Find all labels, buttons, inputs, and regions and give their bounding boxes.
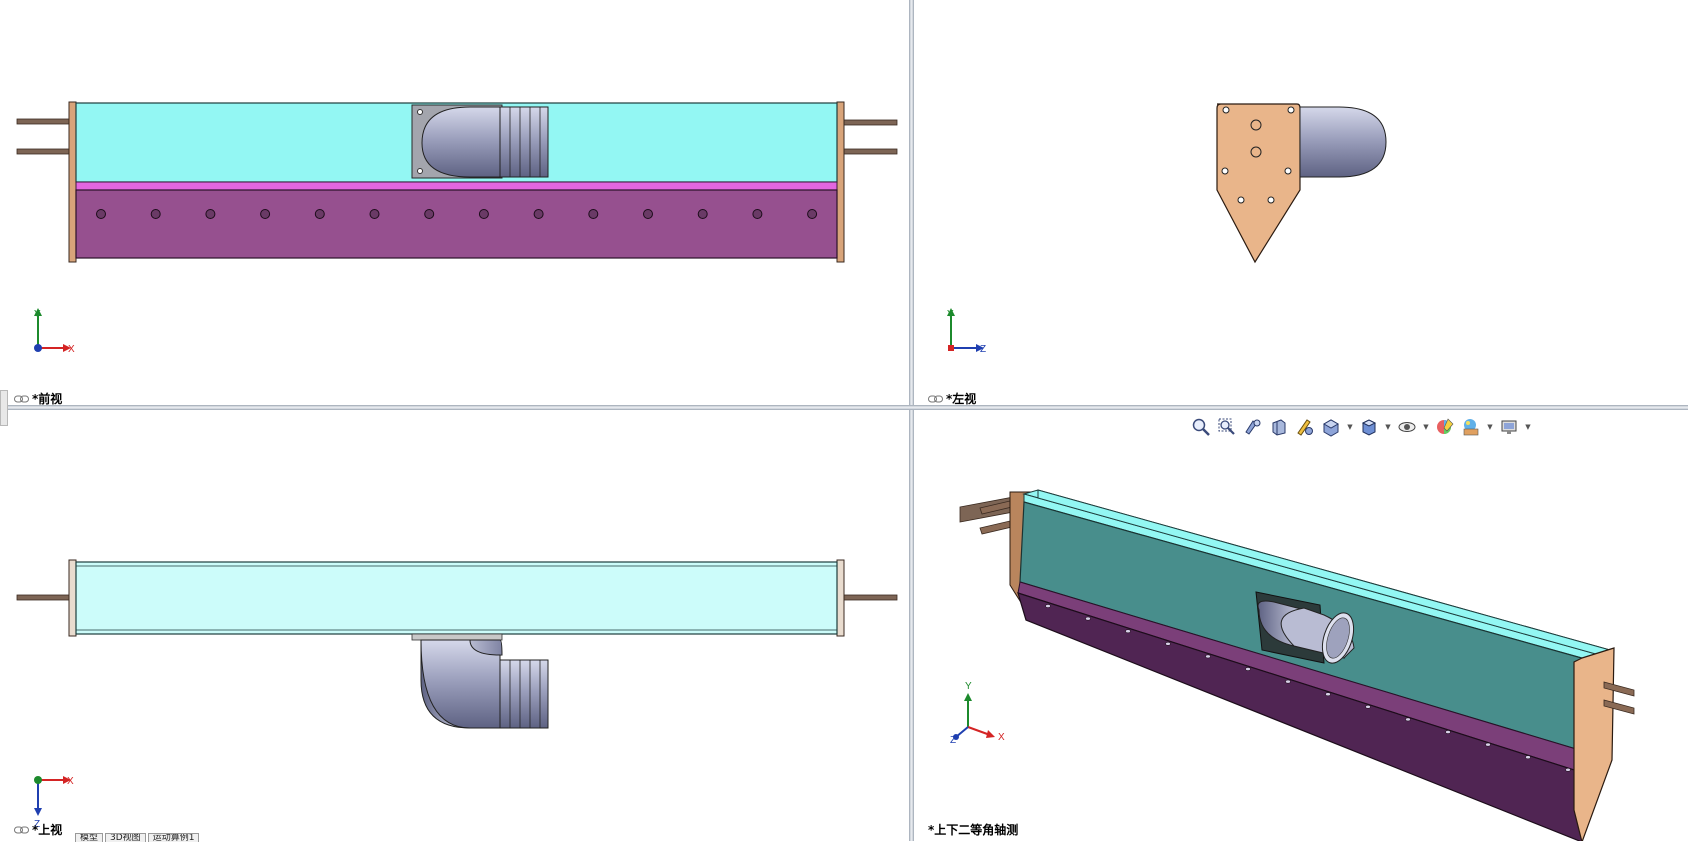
- left-view-label: *左视: [928, 390, 976, 405]
- bottom-tabs: 模型 3D视图 运动算例1: [75, 833, 200, 842]
- link-icon: [14, 826, 29, 833]
- tab-3d-views[interactable]: 3D视图: [105, 833, 146, 842]
- front-hole: [205, 209, 216, 219]
- front-hole: [478, 209, 489, 219]
- hide-show-items-dropdown[interactable]: ▼: [1423, 423, 1429, 431]
- heads-up-view-toolbar: ▼ ▼ ▼ ▼ ▼: [1190, 416, 1532, 438]
- iso-hole: [1365, 704, 1371, 709]
- front-view-name: *前视: [32, 392, 63, 405]
- front-hole: [533, 209, 544, 219]
- left-view-model: Y Z: [947, 103, 1387, 355]
- view-settings-dropdown[interactable]: ▼: [1525, 423, 1531, 431]
- top-triad: [34, 776, 71, 816]
- front-view-model: Y X: [16, 101, 898, 355]
- panel-collapse-handle[interactable]: [0, 390, 8, 426]
- front-hole: [697, 209, 708, 219]
- iso-hole: [1445, 730, 1451, 734]
- dynamic-annotation-icon[interactable]: [1294, 416, 1316, 438]
- view-orientation-dropdown[interactable]: ▼: [1347, 423, 1353, 431]
- front-hole: [150, 209, 161, 219]
- iso-hole: [1565, 767, 1571, 772]
- left-view-name: *左视: [946, 392, 977, 405]
- iso-hole: [1165, 641, 1171, 646]
- front-hole: [260, 209, 271, 219]
- front-view-label: *前视: [14, 390, 62, 405]
- front-triad-y: Y: [34, 309, 41, 320]
- front-hole: [424, 209, 435, 219]
- viewport-top[interactable]: X Z *上视: [0, 410, 909, 841]
- top-triad-x: X: [67, 776, 74, 787]
- view-orientation-icon[interactable]: [1320, 416, 1342, 438]
- link-icon: [928, 395, 943, 402]
- iso-hole: [1045, 604, 1051, 608]
- viewport-iso[interactable]: Y X Z *上下二等角轴测: [914, 410, 1688, 841]
- viewport-splitter-horizontal[interactable]: [0, 405, 1688, 410]
- view-settings-icon[interactable]: [1498, 416, 1520, 438]
- front-hole: [807, 209, 818, 219]
- front-hole: [369, 209, 380, 219]
- display-style-dropdown[interactable]: ▼: [1385, 423, 1391, 431]
- tab-model[interactable]: 模型: [75, 833, 104, 842]
- apply-scene-icon[interactable]: [1460, 416, 1482, 438]
- zoom-to-area-icon[interactable]: [1216, 416, 1238, 438]
- viewport-front[interactable]: Y X *前视: [0, 0, 909, 405]
- iso-triad-x: X: [998, 732, 1005, 743]
- viewport-splitter-vertical[interactable]: [909, 0, 914, 841]
- front-hole: [96, 209, 106, 219]
- iso-view-label: *上下二等角轴测: [928, 821, 1018, 838]
- iso-hole: [1245, 667, 1251, 671]
- left-triad-y: Y: [947, 309, 954, 320]
- front-hole: [752, 209, 763, 219]
- top-view-name: *上视: [32, 823, 63, 837]
- iso-hole: [1085, 616, 1091, 621]
- iso-hole: [1485, 742, 1491, 747]
- section-view-icon[interactable]: [1268, 416, 1290, 438]
- iso-hole: [1405, 717, 1411, 722]
- display-style-icon[interactable]: [1358, 416, 1380, 438]
- front-triad: [34, 308, 71, 352]
- iso-triad-y: Y: [965, 681, 972, 692]
- iso-hole: [1525, 755, 1531, 760]
- apply-scene-dropdown[interactable]: ▼: [1487, 423, 1493, 431]
- iso-triad-z: Z: [950, 735, 956, 746]
- front-hole: [643, 209, 653, 219]
- tab-motion-study[interactable]: 运动算例1: [147, 833, 200, 842]
- previous-view-icon[interactable]: [1242, 416, 1264, 438]
- link-icon: [14, 395, 29, 402]
- front-hole: [314, 209, 325, 219]
- hide-show-items-icon[interactable]: [1396, 416, 1418, 438]
- edit-appearance-icon[interactable]: [1434, 416, 1456, 438]
- top-triad-z: Z: [34, 819, 40, 830]
- left-triad: [947, 308, 984, 352]
- front-triad-x: X: [68, 344, 75, 355]
- iso-hole: [1325, 692, 1331, 697]
- top-view-model: X Z: [16, 559, 898, 830]
- left-triad-z: Z: [980, 344, 986, 355]
- iso-view-name: *上下二等角轴测: [928, 823, 1019, 837]
- iso-triad: [953, 693, 995, 740]
- iso-view-model: Y X Z: [950, 489, 1635, 841]
- iso-hole: [1285, 679, 1291, 684]
- zoom-to-fit-icon[interactable]: [1190, 416, 1212, 438]
- iso-hole: [1205, 654, 1211, 659]
- front-hole: [588, 209, 599, 219]
- iso-hole: [1125, 629, 1131, 634]
- top-view-label: *上视: [14, 821, 62, 838]
- viewport-left[interactable]: Y Z *左视: [914, 0, 1688, 405]
